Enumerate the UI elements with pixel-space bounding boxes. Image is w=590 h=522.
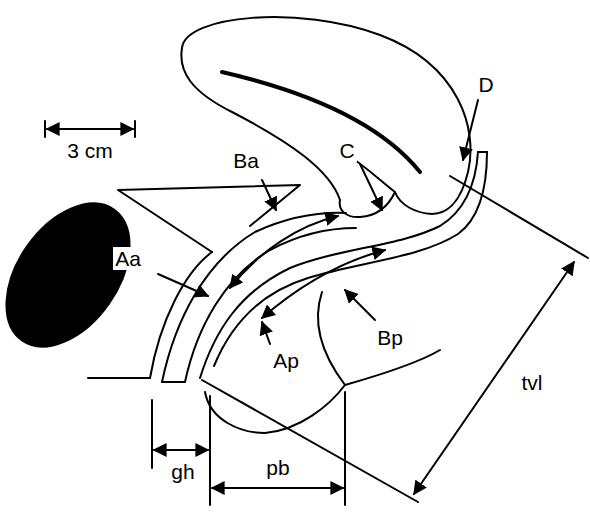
dimension-line [154, 449, 208, 451]
part-label: pb [264, 456, 291, 479]
perineum-outline [205, 385, 345, 433]
pubic-bone [0, 181, 155, 369]
pb-tvl-line [202, 380, 418, 502]
span-arrow [230, 216, 338, 288]
leader-arrow [262, 180, 276, 210]
scale-tick [45, 121, 135, 137]
extension-line [450, 176, 588, 258]
leader-arrow [463, 100, 478, 160]
leader-arrow [360, 164, 382, 210]
part-label: Ba [231, 149, 261, 172]
anterior-wall-end [162, 381, 185, 383]
uterine-cavity [222, 72, 420, 172]
ground-line [88, 377, 150, 379]
scale-bar [47, 128, 133, 130]
dimension-line [414, 262, 574, 494]
rectum-outline [345, 350, 440, 385]
part-label: 3 cm [65, 139, 115, 162]
leader-arrow [158, 274, 208, 296]
posterior-wall-lumen [200, 152, 478, 378]
anterior-wall-lumen [185, 228, 356, 382]
extension-line [152, 392, 345, 505]
part-label: Aa [113, 247, 143, 270]
part-label: tvl [520, 371, 545, 394]
anterior-wall-inner [162, 213, 346, 382]
leader-arrow [345, 290, 375, 320]
dimension-line [212, 487, 343, 489]
part-label: D [476, 73, 495, 96]
part-label: Ap [271, 349, 301, 372]
part-label: Bp [375, 326, 405, 349]
leader-arrow [262, 322, 270, 344]
bladder-outline [118, 185, 300, 252]
vaginal-apex [478, 151, 487, 153]
part-label: gh [169, 460, 196, 483]
posterior-wall-inner [214, 152, 487, 366]
rectum-outline [318, 292, 345, 385]
part-label: C [337, 139, 356, 162]
anterior-wall-outer [150, 252, 212, 378]
span-arrow [262, 250, 385, 318]
